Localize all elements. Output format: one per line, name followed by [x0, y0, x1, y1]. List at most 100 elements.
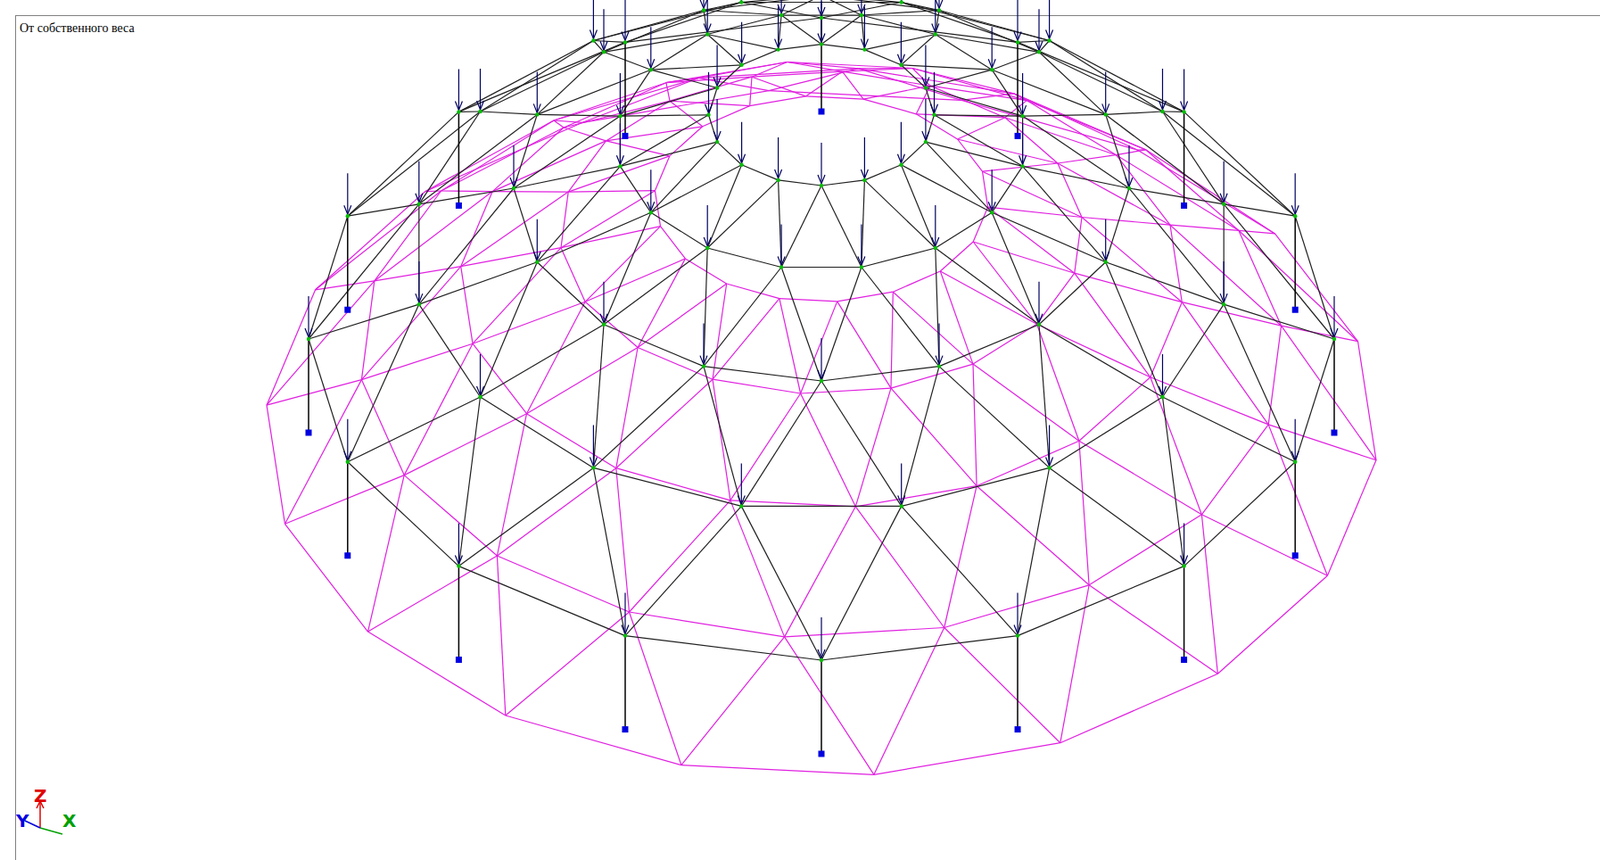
lower-layer-bar [629, 611, 682, 766]
load-arrowhead [775, 39, 783, 49]
lower-layer-bar [496, 468, 616, 556]
upper-layer-bar [419, 304, 481, 397]
load-arrow [346, 173, 348, 214]
load-arrowhead [600, 313, 608, 323]
lower-layer-bar [669, 100, 703, 127]
node-point [779, 13, 784, 17]
node-point [478, 109, 482, 114]
lower-layer-bar [726, 283, 780, 299]
node-point [1293, 460, 1297, 464]
lower-layer-bar [1081, 217, 1171, 226]
upper-layer-bar [900, 34, 935, 66]
lower-layer-bar [892, 291, 974, 364]
load-arrow [860, 224, 862, 265]
lower-layer-bar [568, 190, 655, 192]
lower-layer-bar [1014, 93, 1147, 150]
lower-layer-bar [374, 190, 442, 281]
node-point [1020, 114, 1024, 118]
lower-layer-bar [616, 347, 638, 469]
lower-layer-bar [863, 85, 931, 99]
load-arrowhead [344, 205, 352, 215]
lower-layer-bar [606, 100, 671, 141]
load-arrowhead [1180, 100, 1188, 110]
load-arrowhead [477, 386, 485, 396]
lower-layer-bar [1150, 302, 1183, 378]
load-arrowhead [415, 193, 423, 203]
upper-layer-bar [821, 366, 940, 381]
node-point [535, 259, 539, 264]
node-point [819, 658, 824, 662]
upper-layer-bar [1039, 51, 1106, 115]
upper-layer-bar [619, 88, 718, 117]
node-point [739, 0, 743, 4]
lower-layer-bar [425, 120, 554, 192]
lower-layer-bar [1137, 149, 1275, 234]
upper-layer-bar [480, 396, 594, 468]
lower-layer-bar [930, 85, 1006, 118]
lower-layer-bar [874, 742, 1061, 776]
upper-layer-bar [625, 635, 822, 660]
lower-layer-bar [751, 76, 806, 97]
lower-layer-bar [527, 301, 586, 413]
load-arrow [650, 169, 652, 210]
load-arrow [864, 137, 866, 178]
lower-layer-bar [973, 241, 1075, 273]
load-arrowhead [305, 328, 313, 338]
lower-layer-bar [973, 206, 988, 242]
upper-layer-bar [900, 164, 992, 213]
lower-layer-bar [404, 413, 527, 476]
node-point [618, 114, 622, 118]
lower-layer-bar [1238, 230, 1359, 341]
upper-layer-bar [347, 111, 481, 216]
upper-layer-bar [347, 396, 481, 462]
upper-layer-bar [513, 165, 620, 189]
load-arrowhead [713, 131, 721, 141]
node-point [701, 8, 706, 12]
load-arrow [1223, 161, 1225, 202]
lower-layer-bar [944, 627, 1061, 743]
load-arrowhead [703, 237, 711, 247]
lower-layer-bar [1170, 224, 1182, 303]
upper-layer-bar [625, 505, 742, 636]
column [820, 659, 823, 754]
load-arrowhead [621, 31, 629, 41]
lower-layer-bar [863, 98, 916, 115]
support [455, 656, 462, 663]
lower-layer-bar [1088, 514, 1202, 586]
support [344, 552, 351, 559]
upper-layer-bar [741, 380, 822, 506]
axis-label: Z [33, 784, 48, 807]
load-arrowhead [988, 58, 996, 68]
upper-layer-bar [603, 34, 708, 53]
lower-layer-bar [892, 271, 941, 292]
load-arrowhead [533, 103, 541, 113]
load-arrow [1294, 419, 1296, 460]
load-arrowhead [777, 4, 785, 14]
load-arrowhead [703, 24, 711, 33]
node-point [923, 140, 928, 144]
upper-layer-bar [536, 51, 604, 115]
load-arrow [1183, 523, 1185, 564]
node-point [1037, 322, 1041, 327]
node-point [306, 337, 311, 341]
node-point [511, 186, 516, 190]
lower-layer-bar [563, 82, 667, 128]
load-arrow [619, 73, 621, 114]
upper-layer-bar [703, 267, 782, 367]
lower-layer-bar [1238, 230, 1276, 234]
upper-layer-bar [821, 380, 902, 506]
load-arrow [780, 0, 782, 13]
load-arrow [991, 169, 993, 210]
upper-layer-bar [1129, 188, 1224, 205]
load-arrowhead [589, 29, 597, 39]
load-arrow [512, 145, 514, 186]
upper-layer-bar [707, 247, 782, 268]
load-arrowhead [454, 555, 462, 565]
node-point [591, 465, 595, 470]
lower-layer-bar [940, 271, 1037, 324]
lower-layer-bar [890, 387, 977, 487]
lower-layer-bar [266, 280, 375, 405]
lower-layer-bar [472, 343, 528, 414]
node-point [819, 16, 824, 20]
upper-layer-bar [991, 212, 1106, 263]
